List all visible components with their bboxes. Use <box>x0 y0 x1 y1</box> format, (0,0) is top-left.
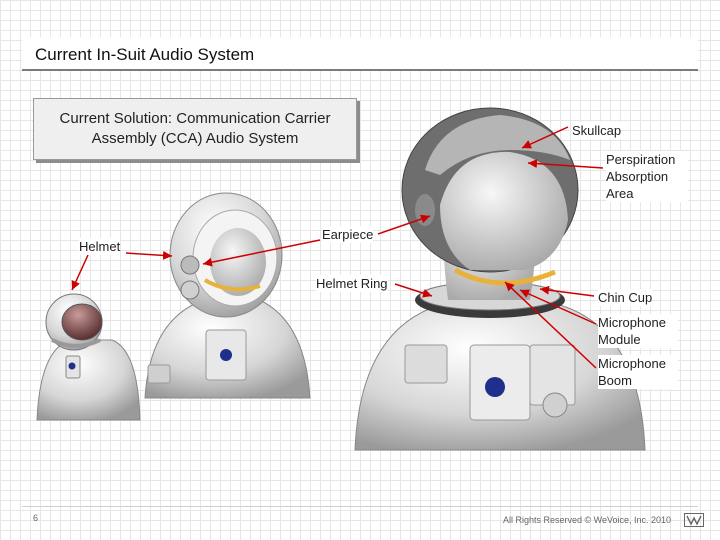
label-skullcap: Skullcap <box>572 122 622 139</box>
title-band <box>22 37 698 71</box>
footer-divider <box>22 506 698 507</box>
large-astronaut <box>354 107 646 451</box>
page-number: 6 <box>33 513 39 523</box>
solution-box: Current Solution: Communication Carrier … <box>33 98 357 160</box>
label-perspiration-absorption-area: Perspiration Absorption Area <box>606 151 688 202</box>
copyright-text: All Rights Reserved © WeVoice, Inc. 2010 <box>503 515 672 525</box>
wevoice-logo-icon <box>684 513 704 527</box>
solution-text: Current Solution: Communication Carrier … <box>59 110 331 147</box>
label-helmet-ring: Helmet Ring <box>316 275 388 292</box>
label-microphone-boom: Microphone Boom <box>598 355 678 389</box>
label-chin-cup: Chin Cup <box>598 289 653 306</box>
callout-arrows <box>71 126 604 369</box>
medium-astronaut <box>144 192 311 399</box>
label-microphone-module: Microphone Module <box>598 314 678 348</box>
label-helmet: Helmet <box>79 238 121 255</box>
small-astronaut <box>36 293 141 421</box>
label-earpiece: Earpiece <box>322 226 374 243</box>
page-title: Current In-Suit Audio System <box>35 45 255 64</box>
